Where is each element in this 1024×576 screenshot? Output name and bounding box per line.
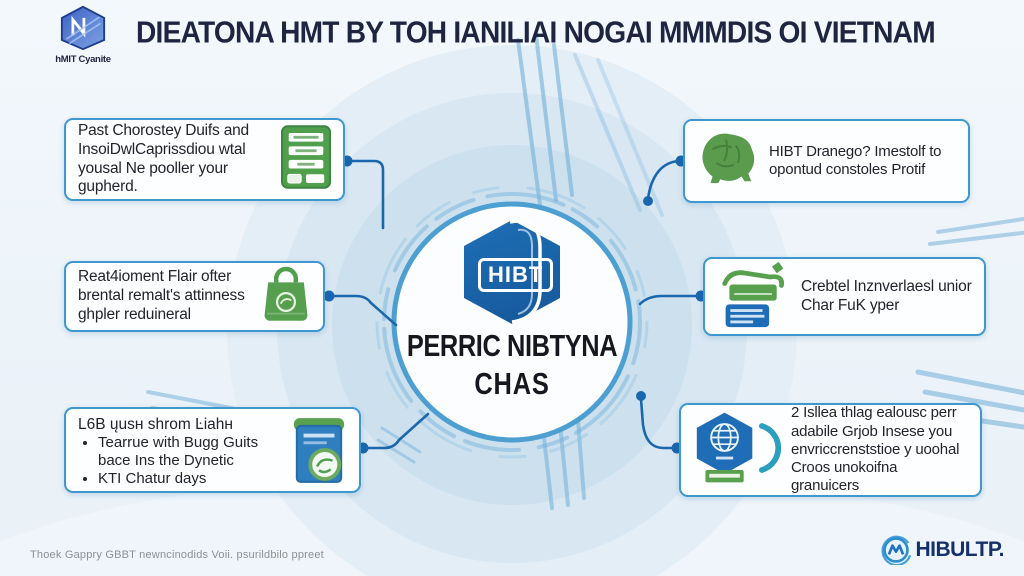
header-logo-caption: hMIT Cyanite: [55, 54, 111, 65]
info-box-mid-right: Crebtel Inznverlaesl unior Char FuK yper: [703, 257, 986, 336]
bullet-item: KTI Chatur days: [98, 470, 283, 488]
hmt-cube-logo-icon: [60, 5, 106, 51]
blue-hex-globe-icon: [693, 410, 782, 491]
green-globe-sketch-icon: [697, 130, 759, 193]
info-box-top-right-text: HIBT Dranego? Imestolf to opontud consto…: [769, 142, 942, 178]
header-logo: hMIT Cyanite: [28, 5, 138, 65]
green-form-checklist-icon: [281, 125, 331, 194]
info-box-mid-left: Reat4ioment Flair ofter brental remalt's…: [64, 261, 325, 332]
info-box-top-right: HIBT Dranego? Imestolf to opontud consto…: [683, 119, 970, 203]
page-ribbon-icon: [509, 219, 542, 324]
connector-mid-left: [327, 294, 398, 327]
bullet-item: Tearrue with Bugg Guits bace Ins the Dyn…: [98, 434, 283, 470]
page-title: DIEATONA HMT BY TOH IANILIAI NOGAI MMMDI…: [136, 16, 936, 50]
connector-bottom-left: [361, 412, 430, 450]
connector-bottom-right: [639, 397, 679, 450]
center-hexagon: HIBT: [464, 219, 560, 324]
footer-note: Thoek Gappry GBBT newncinodids Voii. psu…: [30, 549, 324, 561]
footer-brand-name: HIBULTP.: [915, 538, 1004, 561]
info-box-top-left-text: Past Chorostey Duifs and InsoiDwlCapriss…: [78, 121, 249, 196]
green-harvester-label-icon: [717, 259, 791, 334]
center-heading: PERRIC NIBTYNA CHAS: [381, 328, 643, 402]
center-heading-line2: CHAS: [474, 366, 550, 401]
connector-lines: [327, 159, 703, 450]
center-heading-line1: PERRIC NIBTYNA: [406, 328, 618, 363]
info-box-bottom-left-bullets: Tearrue with Bugg Guits bace Ins the Dyn…: [98, 434, 283, 488]
info-box-top-left: Past Chorostey Duifs and InsoiDwlCapriss…: [64, 118, 345, 201]
info-box-mid-left-text: Reat4ioment Flair ofter brental remalt's…: [78, 268, 245, 323]
connector-top-left: [345, 159, 385, 230]
info-box-mid-right-text: Crebtel Inznverlaesl unior Char FuK yper: [801, 277, 972, 314]
connector-mid-right: [638, 294, 703, 306]
info-box-bottom-left-heading: L6B ųusʜ shrom Ŀiahʜ: [78, 416, 233, 433]
green-bag-icon: [261, 266, 311, 327]
info-box-bottom-left: L6B ųusʜ shrom Ŀiahʜ Tearrue with Bugg G…: [64, 407, 361, 493]
info-box-bottom-right-text: 2 Isllea thlag ealousc perr adabile Grjo…: [791, 404, 960, 495]
footer-brand: HIBULTP.: [881, 535, 1004, 565]
brand-m-circle-icon: [881, 535, 912, 565]
hibt-label: HIBT: [478, 258, 554, 292]
info-box-bottom-right: 2 Isllea thlag ealousc perr adabile Grjo…: [679, 403, 982, 497]
blue-package-icon: [291, 416, 347, 491]
